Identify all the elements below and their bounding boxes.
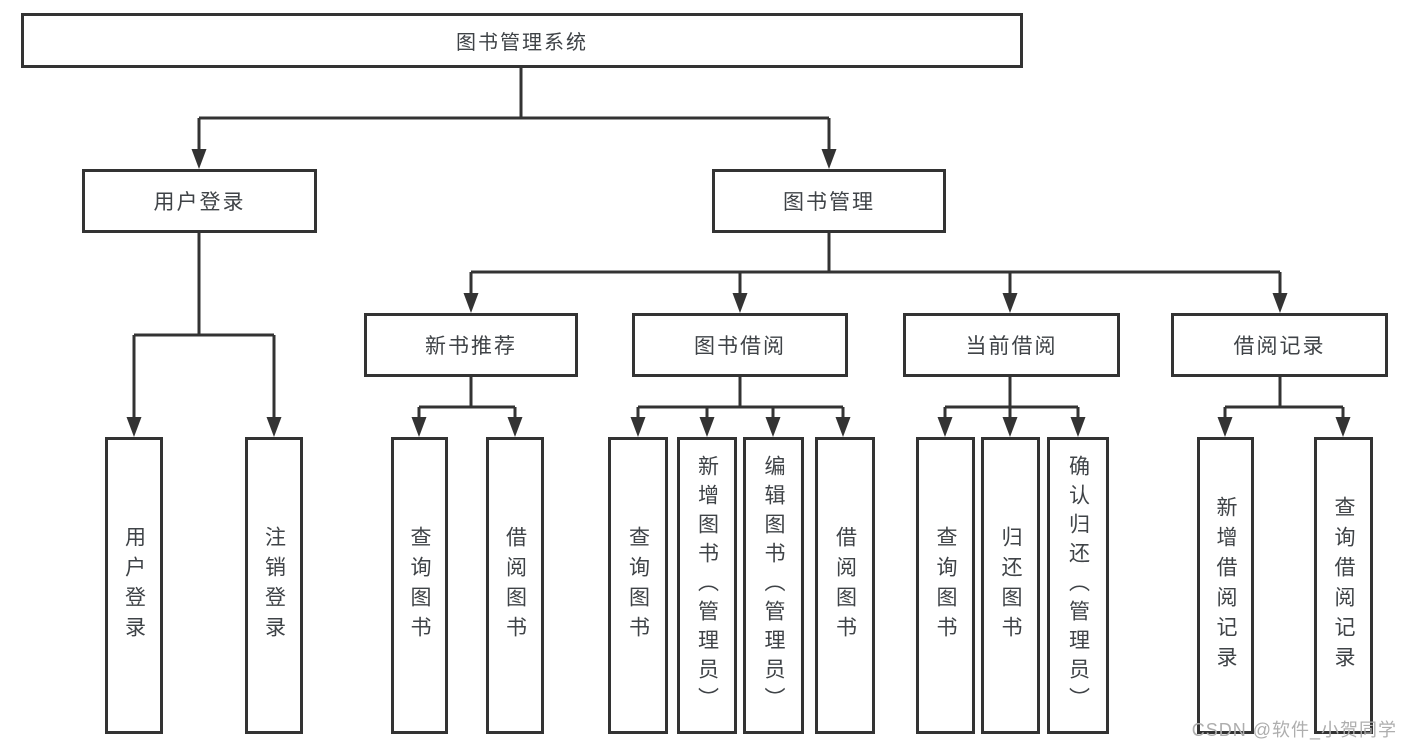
- leaf-label: 确认归还（管理员）: [1066, 455, 1090, 716]
- leaf-borrow-books: 借阅图书: [815, 437, 875, 734]
- leaf-label: 编辑图书（管理员）: [762, 455, 785, 716]
- leaf-label: 归还图书: [999, 525, 1022, 646]
- leaf-query-books: 查询图书: [608, 437, 668, 734]
- csdn-watermark: CSDN @软件_小贺同学: [1191, 720, 1397, 740]
- node-label: 图书借阅: [694, 335, 786, 358]
- leaf-label: 新增借阅记录: [1214, 495, 1237, 676]
- node-new-book-recommendation: 新书推荐: [364, 313, 578, 377]
- leaf-label: 查询借阅记录: [1332, 495, 1355, 676]
- leaf-label: 查询图书: [934, 525, 957, 646]
- leaf-logout: 注销登录: [245, 437, 303, 734]
- leaf-add-borrow-record: 新增借阅记录: [1197, 437, 1254, 734]
- node-book-management: 图书管理: [712, 169, 946, 233]
- node-user-login: 用户登录: [82, 169, 317, 233]
- node-label: 图书管理: [783, 191, 875, 214]
- node-label: 新书推荐: [425, 335, 517, 358]
- leaf-query-borrow-record: 查询借阅记录: [1314, 437, 1373, 734]
- leaf-label: 注销登录: [262, 525, 286, 646]
- leaf-label: 用户登录: [122, 525, 146, 646]
- leaf-label: 查询图书: [408, 525, 431, 646]
- node-current-borrowing: 当前借阅: [903, 313, 1120, 377]
- leaf-add-book-admin: 新增图书（管理员）: [677, 437, 737, 734]
- leaf-borrow-books: 借阅图书: [486, 437, 544, 734]
- node-borrowing-records: 借阅记录: [1171, 313, 1388, 377]
- node-book-borrowing: 图书借阅: [632, 313, 848, 377]
- node-label: 用户登录: [153, 191, 246, 214]
- leaf-label: 新增图书（管理员）: [695, 455, 719, 716]
- leaf-label: 查询图书: [626, 525, 650, 646]
- leaf-edit-book-admin: 编辑图书（管理员）: [743, 437, 804, 734]
- node-label: 借阅记录: [1233, 335, 1326, 358]
- node-label: 当前借阅: [965, 335, 1058, 358]
- node-label: 图书管理系统: [456, 32, 588, 54]
- leaf-query-books: 查询图书: [916, 437, 975, 734]
- leaf-query-books: 查询图书: [391, 437, 448, 734]
- leaf-return-book: 归还图书: [981, 437, 1040, 734]
- leaf-label: 借阅图书: [833, 525, 857, 646]
- arrowheads: [126, 149, 1351, 437]
- node-library-system: 图书管理系统: [21, 13, 1023, 68]
- leaf-confirm-return-admin: 确认归还（管理员）: [1047, 437, 1109, 734]
- leaf-user-login: 用户登录: [105, 437, 163, 734]
- leaf-label: 借阅图书: [503, 525, 527, 646]
